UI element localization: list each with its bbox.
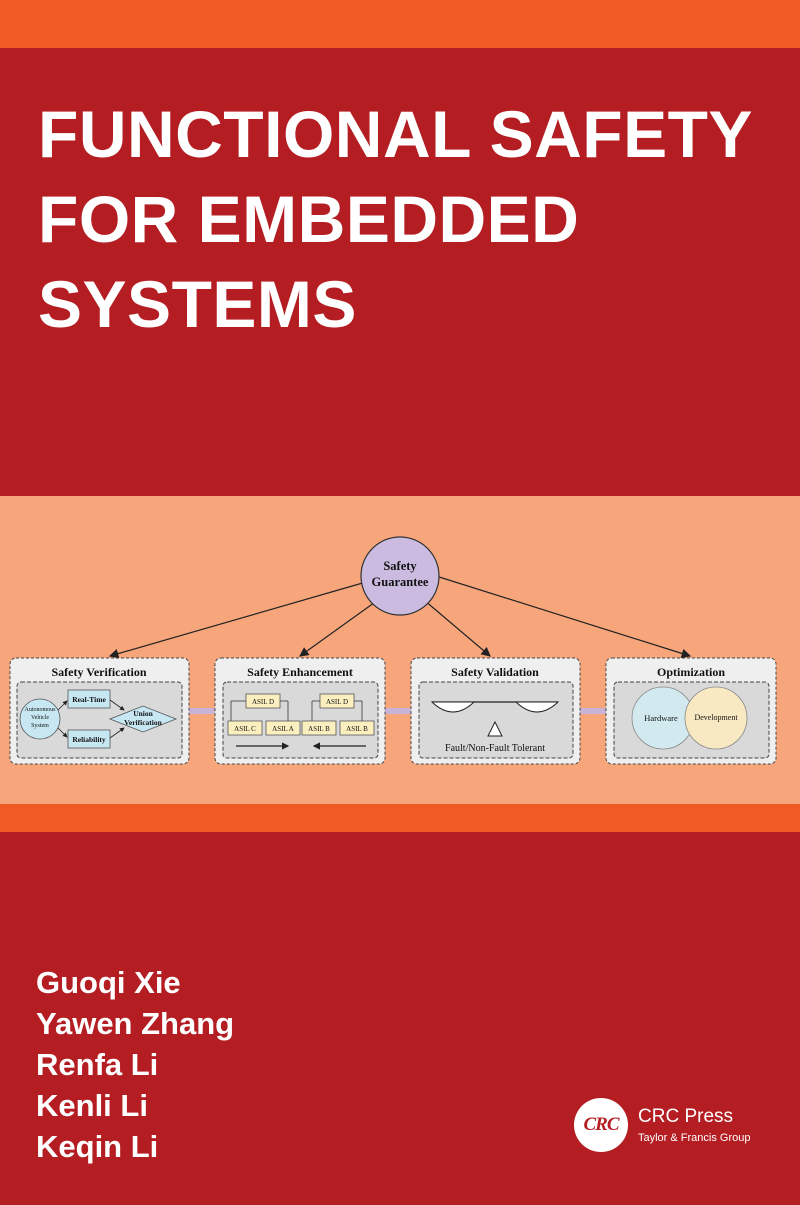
top-orange-band (0, 0, 800, 48)
reliability-label: Reliability (72, 735, 106, 744)
root-label-line2: Guarantee (372, 575, 429, 589)
author-name: Yawen Zhang (36, 1006, 235, 1041)
real-time-label: Real-Time (72, 695, 106, 704)
middle-orange-band (0, 804, 800, 832)
author-name: Renfa Li (36, 1047, 159, 1082)
author-area (0, 832, 800, 1205)
panel-optimization: Optimization Hardware Development (605, 657, 777, 765)
publisher-block: CRC CRC Press Taylor & Francis Group (574, 1096, 774, 1158)
root-label-line1: Safety (383, 559, 417, 573)
title-line-2: FOR EMBEDDED (38, 182, 580, 256)
publisher-name: CRC Press (638, 1106, 734, 1127)
author-name: Keqin Li (36, 1129, 159, 1164)
panel-title: Safety Enhancement (247, 665, 353, 679)
asil-c-label: ASIL C (234, 725, 256, 733)
title-line-1: FUNCTIONAL SAFETY (38, 97, 753, 171)
panel-title: Safety Verification (52, 665, 147, 679)
author-name: Kenli Li (36, 1088, 148, 1123)
system-label-2: Vehicle (31, 715, 49, 721)
asil-b-label-2: ASIL B (346, 725, 368, 733)
system-label-1: Autonomous (24, 707, 56, 713)
balance-scale-icon (430, 701, 560, 737)
panel-title: Safety Validation (451, 665, 539, 679)
publisher-group: Taylor & Francis Group (638, 1132, 751, 1144)
author-name: Guoqi Xie (36, 965, 181, 1000)
root-connectors (108, 575, 692, 659)
crc-logo-text: CRC (583, 1114, 619, 1135)
asil-d-left: ASIL D (252, 698, 274, 706)
asil-d-right: ASIL D (326, 698, 348, 706)
asil-b-label-1: ASIL B (308, 725, 330, 733)
panel-links (189, 708, 606, 714)
union-label-1: Union (133, 709, 153, 718)
validation-caption: Fault/Non-Fault Tolerant (445, 743, 545, 754)
panel-safety-validation: Safety Validation Fault/Non-Fault Tolera… (410, 657, 581, 765)
title-area (0, 48, 800, 496)
safety-guarantee-node: Safety Guarantee (360, 536, 440, 616)
panel-safety-verification: Safety Verification Autonomous Vehicle S… (9, 657, 190, 765)
development-label: Development (694, 713, 738, 722)
asil-a-label: ASIL A (272, 725, 294, 733)
book-title: FUNCTIONAL SAFETY FOR EMBEDDED SYSTEMS (38, 92, 753, 347)
title-line-3: SYSTEMS (38, 267, 357, 341)
union-label-2: Verification (124, 718, 162, 727)
panel-safety-enhancement: Safety Enhancement ASIL D ASIL D ASIL C … (214, 657, 386, 765)
safety-diagram: Safety Guarantee Safety Verification Aut… (9, 536, 777, 765)
figure-band: Safety Guarantee Safety Verification Aut… (0, 496, 800, 804)
system-label-3: System (31, 723, 49, 729)
hardware-label: Hardware (644, 713, 678, 723)
crc-logo-icon: CRC (574, 1098, 628, 1152)
panel-title: Optimization (657, 665, 725, 679)
author-list: Guoqi Xie Yawen Zhang Renfa Li Kenli Li … (36, 962, 234, 1167)
